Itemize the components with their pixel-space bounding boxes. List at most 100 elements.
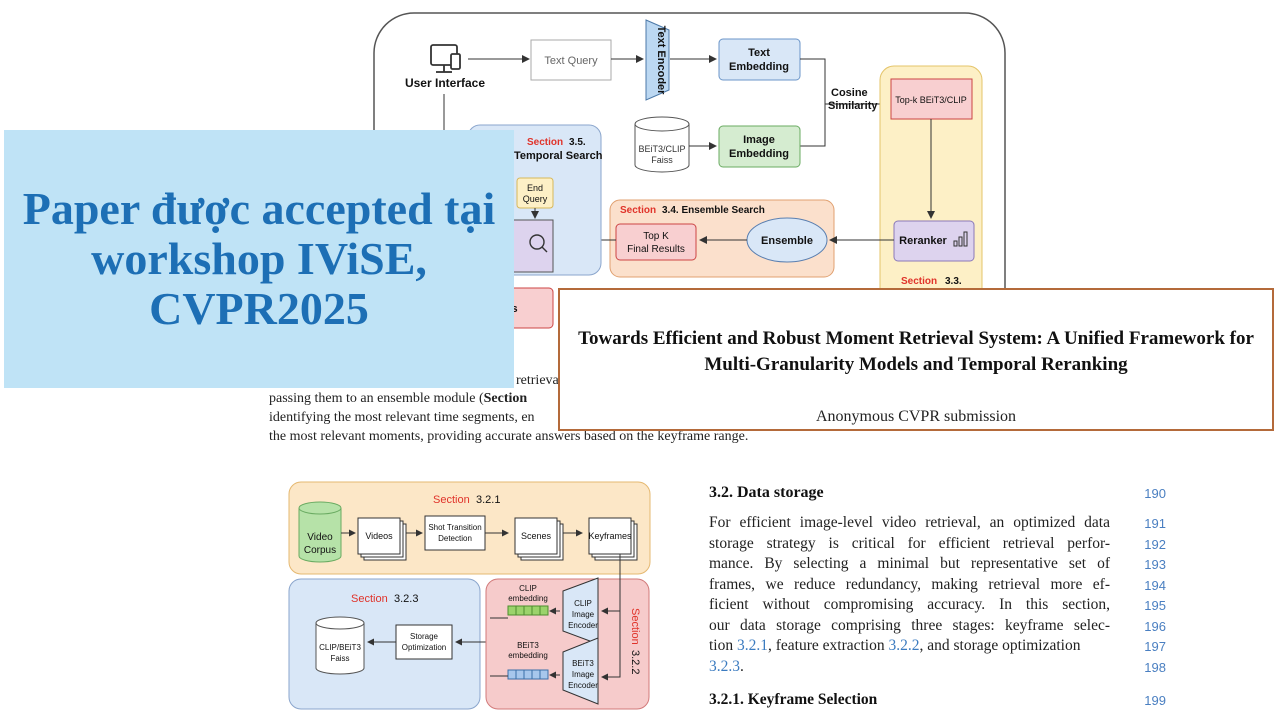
- faiss-database-icon: [634, 116, 690, 173]
- section-3-2-2-label: Section: [629, 608, 641, 645]
- body-line-4: frames, we reduce redundancy, making ret…: [709, 576, 1110, 593]
- shot-line1: Shot Transition: [428, 523, 481, 532]
- section-heading: 3.2. Data storage: [709, 484, 824, 501]
- caption-line-3: identifying the most relevant time segme…: [269, 410, 535, 425]
- storage-line2: Optimization: [402, 643, 446, 652]
- text-query-box: [530, 39, 612, 81]
- text-encoder-label: Text Encoder: [655, 26, 667, 96]
- section-3-2-3-number: 3.2.3: [394, 593, 418, 605]
- line-number: 192: [1144, 537, 1166, 552]
- section-3-4-label: Section: [620, 205, 656, 216]
- text-query-label: Text Query: [544, 55, 598, 67]
- videos-stack: [357, 517, 401, 555]
- beit-enc-line1: BEiT3: [572, 659, 594, 668]
- clip-embedding-vector: [507, 605, 549, 616]
- beit3-embedding-vector: [507, 669, 549, 680]
- section-3-2-3-panel: [288, 578, 481, 710]
- beit-emb-line2: embedding: [508, 651, 548, 660]
- keyframes-label: Keyframes: [588, 531, 632, 541]
- video-corpus-line1: Video: [307, 532, 333, 543]
- ref-link-3-2-3[interactable]: 3.2.3: [709, 658, 740, 675]
- line-number: 193: [1144, 557, 1166, 572]
- section-3-2-3-label: Section: [351, 593, 388, 605]
- section-3-2-1-number: 3.2.1: [476, 494, 500, 506]
- body-line-3: mance. By selecting a minimal but repres…: [709, 555, 1110, 572]
- line-number: 199: [1144, 693, 1166, 708]
- line-number: 198: [1144, 660, 1166, 675]
- reranker-label: Reranker: [899, 235, 947, 247]
- body-line-2: storage strategy is critical for efficie…: [709, 535, 1110, 552]
- topk-box: [890, 78, 973, 120]
- ensemble-label: Ensemble: [761, 235, 813, 247]
- beit3-image-encoder: [562, 637, 599, 705]
- topk-final-line2: Final Results: [627, 244, 685, 255]
- topk-label: Top-k BEiT3/CLIP: [895, 95, 967, 105]
- section-3-3-number: 3.3.: [945, 276, 962, 287]
- faiss-line2: Faiss: [651, 155, 673, 165]
- text-embedding-line1: Text: [748, 47, 770, 59]
- section-3-5-number: 3.5.: [569, 137, 586, 148]
- shot-detection-box: [424, 515, 486, 551]
- scenes-label: Scenes: [521, 531, 552, 541]
- magnifier-icon: [529, 234, 548, 253]
- line-number: 191: [1144, 516, 1166, 531]
- faiss-line1: BEiT3/CLIP: [638, 144, 685, 154]
- topk-final-line1: Top K: [643, 231, 669, 242]
- clip-emb-line2: embedding: [508, 594, 548, 603]
- storage-optimization-box: [395, 624, 453, 660]
- user-interface-label: User Interface: [405, 76, 485, 90]
- topk-final-box: [615, 223, 697, 261]
- section-3-4-title: 3.4. Ensemble Search: [662, 205, 765, 216]
- body-line-5: ficient without compromising accuracy. I…: [709, 596, 1110, 613]
- bar-chart-icon: [953, 231, 968, 247]
- line-number: 196: [1144, 619, 1166, 634]
- clip-beit3-faiss-icon: [315, 616, 365, 675]
- announcement-banner: Paper được accepted tại workshop IViSE, …: [4, 130, 514, 388]
- keyframes-stack: [588, 517, 632, 555]
- end-query-line2: Query: [523, 194, 548, 204]
- beit-enc-line2: Image: [572, 670, 595, 679]
- paper-title: Towards Efficient and Robust Moment Retr…: [578, 328, 1254, 375]
- ref-link-3-2-2[interactable]: 3.2.2: [888, 637, 920, 654]
- ref-link-3-2-1[interactable]: 3.2.1: [737, 637, 768, 654]
- paper-author: Anonymous CVPR submission: [815, 408, 1017, 425]
- line-number: 197: [1144, 639, 1166, 654]
- cosine-line2: Similarity: [828, 100, 878, 112]
- data-storage-figure: Section 3.2.1 Video Corpus Videos Shot T…: [288, 481, 651, 710]
- text-embedding-line2: Embedding: [729, 61, 789, 73]
- body-line-7: tion 3.2.1, feature extraction 3.2.2, an…: [709, 637, 1081, 654]
- section-3-2-1-label: Section: [433, 494, 470, 506]
- section-3-2-2-number: 3.2.2: [629, 650, 641, 674]
- end-query-line1: End: [527, 183, 543, 193]
- line-number: 195: [1144, 598, 1166, 613]
- store-line2: Faiss: [330, 654, 349, 663]
- beit-enc-line3: Encoder: [568, 681, 598, 690]
- subsection-heading: 3.2.1. Keyframe Selection: [709, 691, 878, 708]
- storage-line1: Storage: [410, 632, 439, 641]
- reranker-box: [893, 220, 975, 262]
- line-number: 194: [1144, 578, 1166, 593]
- store-line1: CLIP/BEiT3: [319, 643, 361, 652]
- body-line-6: our data storage comprising three stages…: [709, 617, 1110, 634]
- banner-text: Paper được accepted tại workshop IViSE, …: [22, 183, 496, 334]
- image-embedding-box: [718, 125, 801, 168]
- beit-emb-line1: BEiT3: [517, 641, 539, 650]
- clip-enc-line1: CLIP: [574, 599, 592, 608]
- caption-line-4: the most relevant moments, providing acc…: [269, 429, 749, 444]
- shot-line2: Detection: [438, 534, 472, 543]
- text-encoder-trapezoid: [645, 19, 670, 101]
- video-corpus-line2: Corpus: [304, 545, 336, 556]
- caption-line-2: passing them to an ensemble module (Sect…: [269, 391, 528, 406]
- paper-title-card: Towards Efficient and Robust Moment Retr…: [558, 288, 1274, 431]
- scenes-stack: [514, 517, 558, 555]
- image-embedding-line2: Embedding: [729, 148, 789, 160]
- clip-enc-line2: Image: [572, 610, 595, 619]
- cosine-line1: Cosine: [831, 87, 868, 99]
- videos-label: Videos: [365, 531, 393, 541]
- body-line-1: For efficient image-level video retrieva…: [709, 514, 1110, 531]
- line-number: 190: [1144, 486, 1166, 501]
- section-3-3-label: Section: [901, 276, 937, 287]
- text-embedding-box: [718, 38, 801, 81]
- body-line-8: 3.2.3.: [709, 658, 744, 675]
- clip-enc-line3: Encoder: [568, 621, 598, 630]
